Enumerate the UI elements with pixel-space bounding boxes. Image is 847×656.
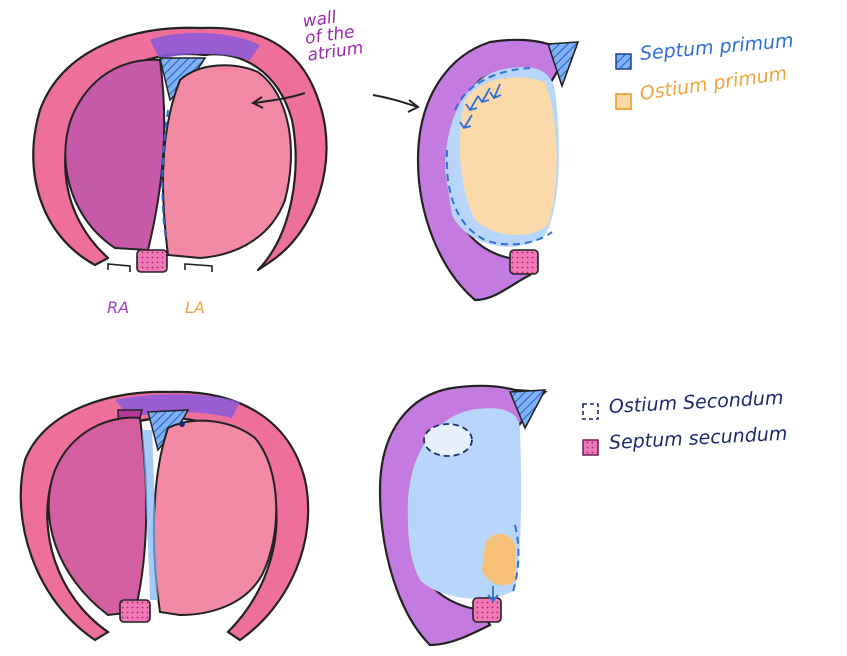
septum-base-bottom [120,600,150,622]
left-atrium-top [163,65,291,258]
left-atrium-bottom [154,421,276,615]
la-bracket [185,264,212,272]
wall-label: wall of the atrium [302,6,365,64]
legend-swatch-ostium-secundum [583,404,598,419]
ra-bracket [108,264,130,272]
foramen-dot [179,421,185,427]
septum-base-side-bottom [473,598,501,622]
heart-frontal-top [33,28,326,272]
legend-swatch-septum-secundum [583,440,598,455]
legend-swatch-ostium-primum [616,94,631,109]
ra-label: RA [107,300,129,316]
ostium-secundum-shape [424,424,472,456]
side-view-top [373,40,578,300]
septum-base-side-top [510,250,538,274]
heart-frontal-bottom [21,392,308,640]
ostium-primum-remnant [482,534,515,585]
legend-swatch-septum-primum [616,54,631,69]
septum-base-top [137,250,167,272]
side-view-bottom [380,386,545,645]
la-label: LA [185,300,205,316]
